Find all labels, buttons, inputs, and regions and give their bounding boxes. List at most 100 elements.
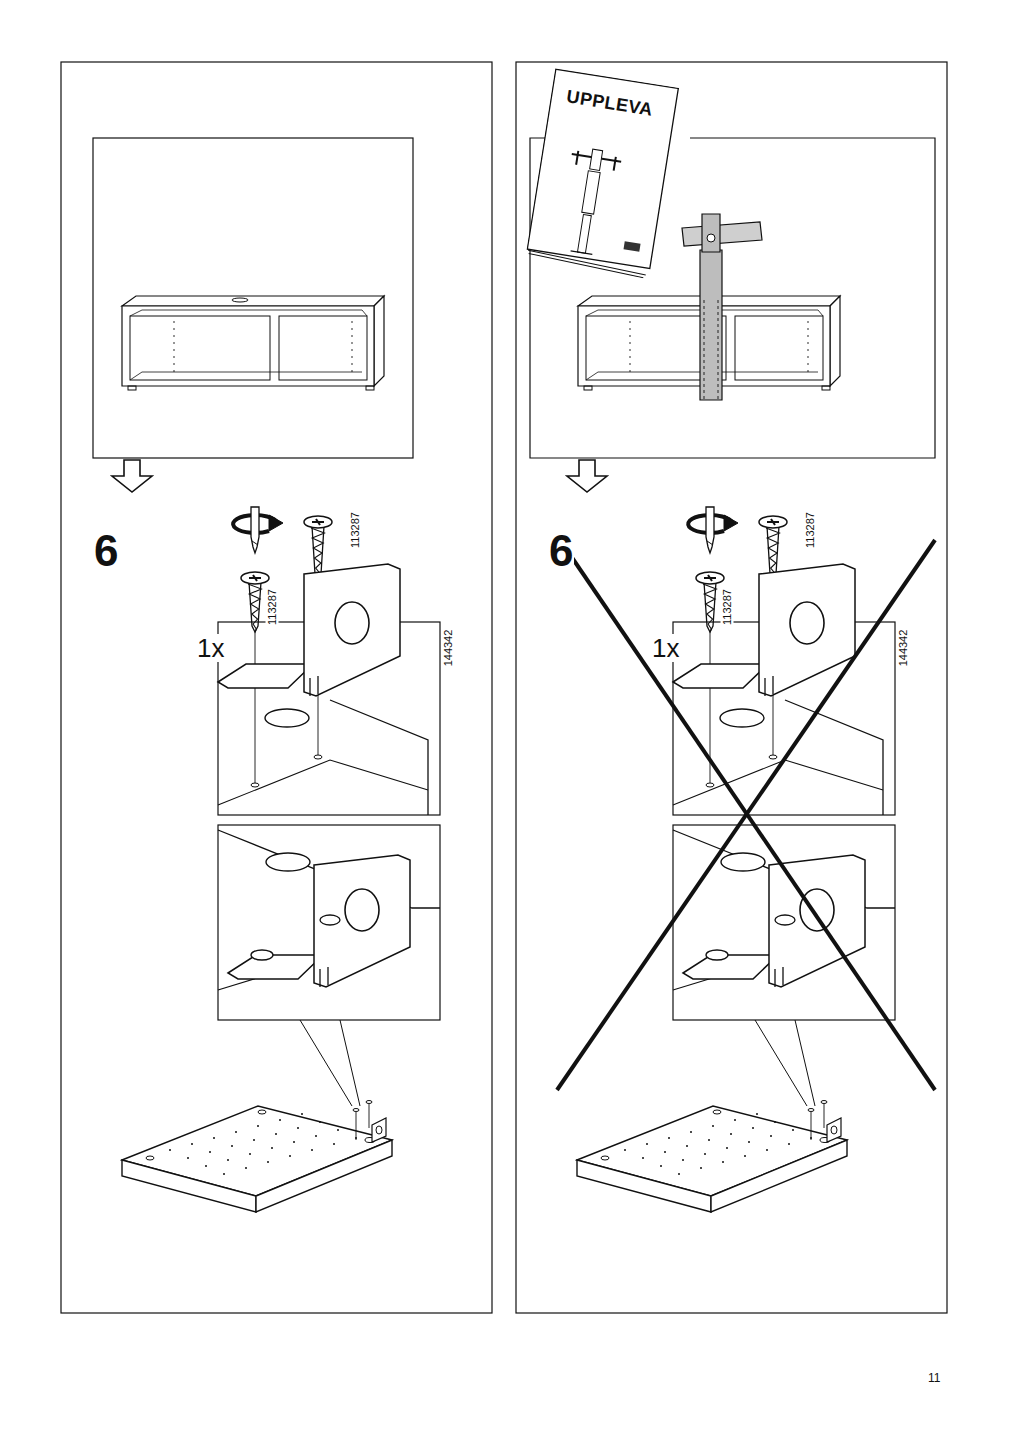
- hole-dot: [173, 328, 175, 330]
- drawn-ellipse: [353, 1109, 359, 1112]
- drawn-line: [248, 584, 261, 632]
- drawn-line: [130, 372, 362, 380]
- drawn-line: [708, 575, 712, 581]
- hole-dot: [646, 1143, 648, 1145]
- drawn-shape: [702, 214, 720, 252]
- frame: [130, 316, 270, 380]
- drawn-line: [255, 632, 256, 785]
- assembly-step: [516, 62, 947, 1313]
- hole-dot: [173, 335, 175, 337]
- hole-dot: [744, 1155, 746, 1157]
- drawn-shape: [582, 171, 600, 214]
- hole-dot: [209, 1151, 211, 1153]
- drawn-ellipse: [335, 602, 369, 644]
- hole-dot: [279, 1119, 281, 1121]
- drawn-shape: [122, 296, 384, 306]
- drawn-line: [252, 541, 258, 545]
- part-number: 113287: [266, 588, 279, 626]
- hole-dot: [227, 1159, 229, 1161]
- hole-dot: [315, 1135, 317, 1137]
- drawn-shape: [711, 1140, 847, 1212]
- drawn-shape: [228, 955, 323, 979]
- booklet-sketch: [557, 146, 623, 257]
- drawn-line: [356, 1112, 357, 1140]
- inset: [530, 138, 935, 458]
- frame: [93, 138, 413, 458]
- hole-dot: [267, 1161, 269, 1163]
- frame: [584, 386, 592, 390]
- drawn-line: [764, 678, 765, 696]
- hole-dot: [191, 1143, 193, 1145]
- hole-dot: [708, 1139, 710, 1141]
- drawn-line: [614, 157, 616, 171]
- hole-dot: [293, 1141, 295, 1143]
- drawn-line: [300, 1020, 352, 1106]
- drawn-line: [782, 967, 783, 985]
- drawn-shape: [269, 515, 283, 531]
- hole-dot: [660, 1165, 662, 1167]
- drawn-ellipse: [721, 853, 765, 871]
- manual-booklet: UPPLEVA: [526, 68, 680, 272]
- drawn-ellipse: [707, 234, 715, 242]
- frame: [822, 386, 830, 390]
- hole-dot: [173, 356, 175, 358]
- drawn-shape: [590, 149, 603, 170]
- drawn-ellipse: [831, 1126, 837, 1134]
- drawn-line: [785, 700, 883, 815]
- drawn-shape: [724, 515, 738, 531]
- hole-dot: [807, 363, 809, 365]
- hole-dot: [807, 356, 809, 358]
- drawn-ellipse: [759, 516, 787, 528]
- drawn-shape: [304, 564, 400, 696]
- hole-dot: [337, 1129, 339, 1131]
- drawn-shape: [374, 296, 384, 386]
- drawn-shape: [251, 507, 259, 553]
- drawn-shape: [830, 296, 840, 386]
- drawn-ellipse: [241, 572, 269, 584]
- hole-dot: [245, 1167, 247, 1169]
- drawn-ellipse: [720, 709, 764, 727]
- drawn-line: [317, 676, 318, 694]
- drawn-shape: [577, 215, 591, 254]
- hole-dot: [792, 1129, 794, 1131]
- drawn-ellipse: [265, 709, 309, 727]
- hole-dot: [351, 349, 353, 351]
- hole-dot: [213, 1137, 215, 1139]
- drawn-ellipse: [800, 889, 834, 931]
- part-number: 113287: [804, 511, 817, 549]
- drawn-ellipse: [775, 915, 795, 925]
- drawn-shape: [122, 1160, 256, 1212]
- hole-dot: [770, 1135, 772, 1137]
- hole-dot: [169, 1149, 171, 1151]
- drawn-ellipse: [821, 1101, 827, 1104]
- hole-dot: [351, 370, 353, 372]
- hole-dot: [807, 370, 809, 372]
- hole-dot: [726, 1147, 728, 1149]
- drawn-line: [576, 151, 578, 165]
- hole-dot: [730, 1133, 732, 1135]
- hole-dot: [629, 370, 631, 372]
- hole-dot: [351, 356, 353, 358]
- drawn-ellipse: [304, 516, 332, 528]
- hole-dot: [748, 1141, 750, 1143]
- drawn-ellipse: [769, 755, 777, 759]
- part-number: 113287: [721, 588, 734, 626]
- assembly-step: [61, 62, 492, 1313]
- hole-dot: [205, 1165, 207, 1167]
- drawn-shape: [249, 582, 261, 632]
- drawn-shape: [704, 582, 716, 632]
- drawn-line: [707, 541, 713, 545]
- hole-dot: [249, 1153, 251, 1155]
- hole-dot: [712, 1125, 714, 1127]
- drawn-shape: [706, 507, 714, 553]
- drawn-line: [340, 1020, 360, 1106]
- drawn-ellipse: [696, 572, 724, 584]
- drawn-line: [772, 676, 773, 694]
- step-number: 6: [548, 528, 574, 574]
- frame: [218, 825, 440, 1020]
- drawn-shape: [218, 664, 313, 688]
- drawn-line: [557, 540, 935, 1090]
- drawn-shape: [683, 955, 778, 979]
- hole-dot: [756, 1113, 758, 1115]
